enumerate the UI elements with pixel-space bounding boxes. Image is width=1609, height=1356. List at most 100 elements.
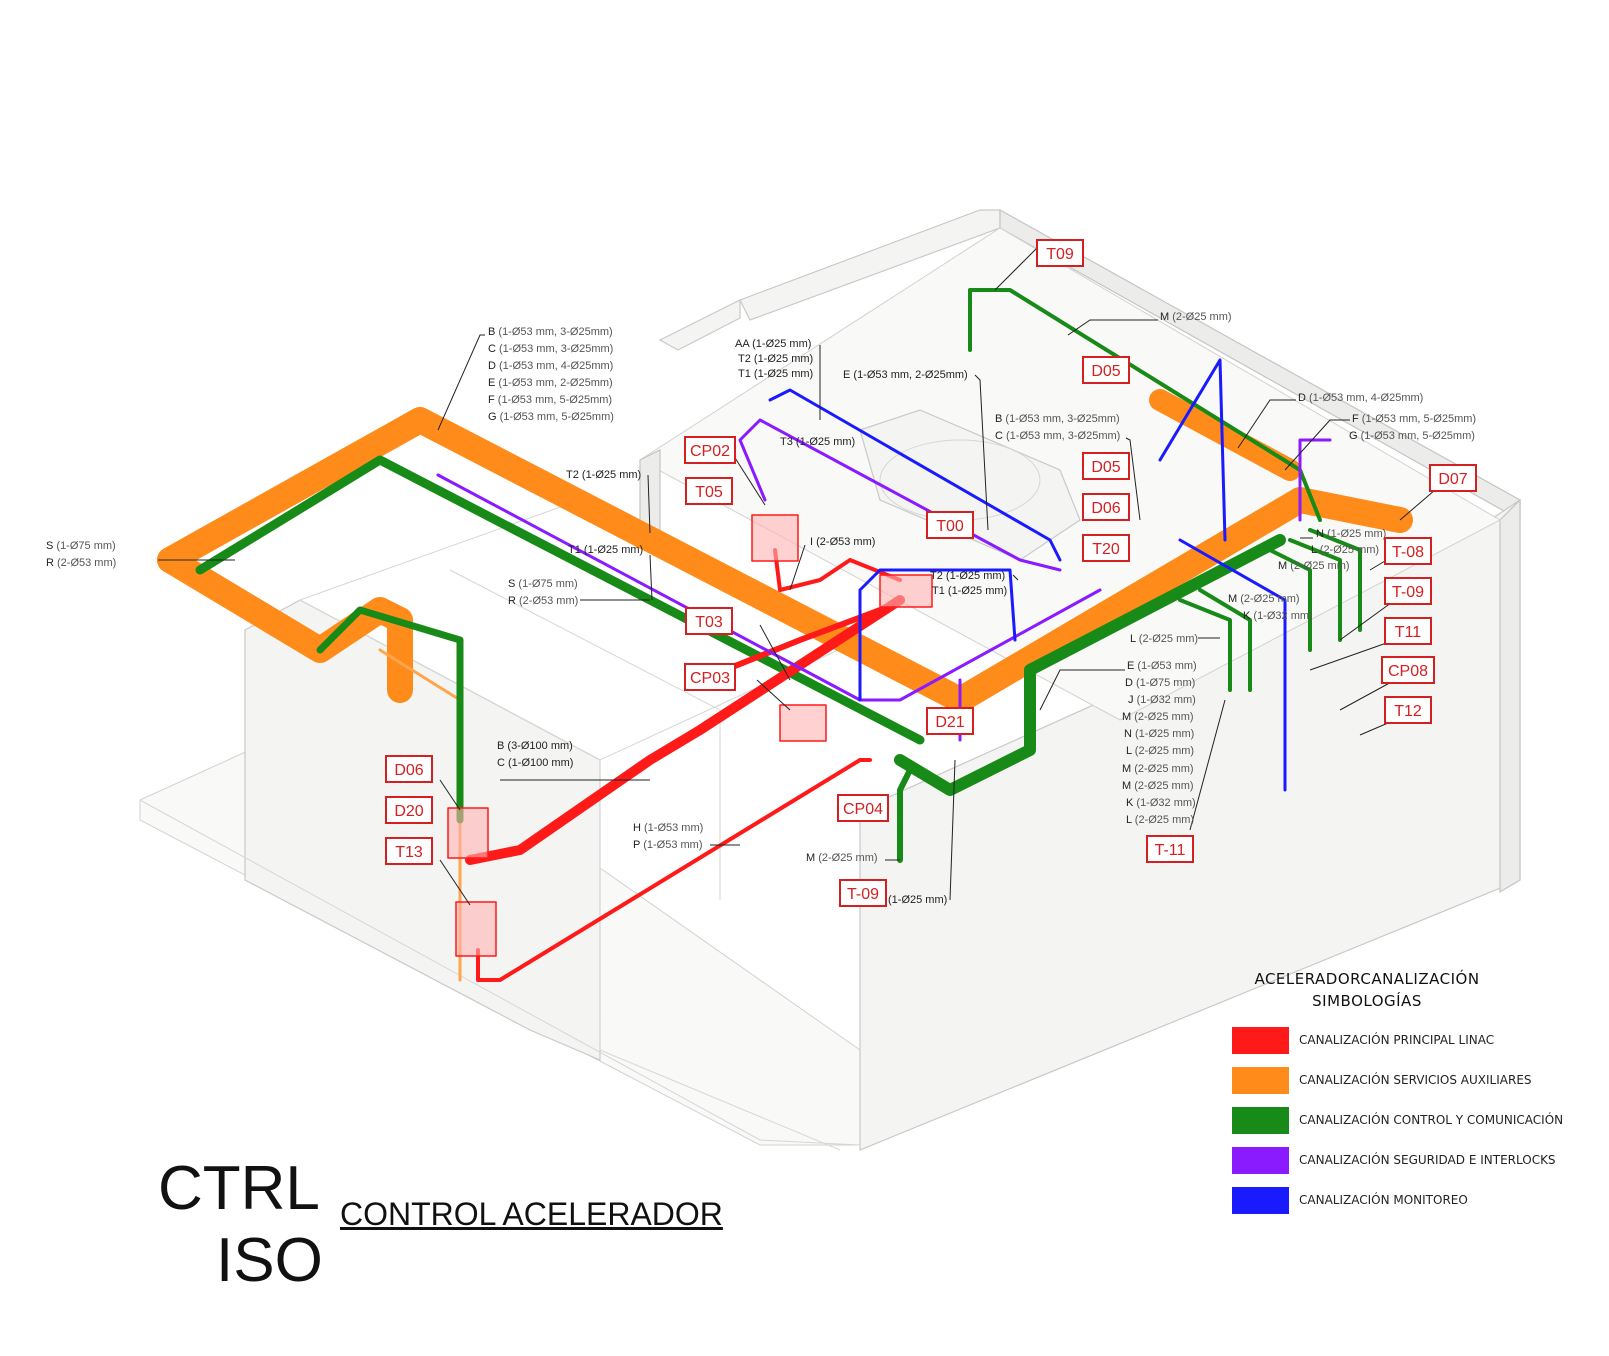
equipment-tags: T09 D05 D05 D06 D07 CP02 T05 T00 T20 T-0… [385, 239, 1477, 907]
label-m-right-1: M (2-Ø25 mm) [1278, 560, 1350, 572]
control-branch-4 [1288, 538, 1342, 642]
label-stack-e: E (1-Ø53 mm) [1127, 660, 1197, 672]
label-m-low: M (2-Ø25 mm) [806, 852, 878, 864]
control-top-run [968, 288, 1322, 522]
label-t2-a: T2 (1-Ø25 mm) [566, 469, 641, 481]
label-t1-b: T1 (1-Ø25 mm) [932, 585, 1007, 597]
label-f-top: F (1-Ø53 mm, 5-Ø25mm) [488, 394, 612, 406]
tag-d07: D07 [1429, 464, 1477, 492]
conduit-seguridad [436, 418, 1332, 742]
label-i-mid: I (2-Ø53 mm) [810, 536, 875, 548]
control-right-run [894, 534, 1286, 796]
control-branch-2 [1198, 588, 1252, 692]
legend: ACELERADORCANALIZACIÓN SIMBOLOGÍAS CANAL… [1232, 968, 1572, 1220]
legend-label-seguridad: CANALIZACIÓN SEGURIDAD E INTERLOCKS [1299, 1153, 1556, 1167]
label-g-right: G (1-Ø53 mm, 5-Ø25mm) [1349, 430, 1475, 442]
svg-text:T-08: T-08 [1392, 544, 1424, 561]
interior-partition-2 [599, 760, 841, 1151]
box-cp03 [779, 704, 827, 742]
svg-text:D20: D20 [394, 803, 423, 820]
tag-cp02: CP02 [684, 436, 736, 464]
control-branch-1 [1178, 598, 1232, 692]
svg-text:T09: T09 [1046, 246, 1074, 263]
label-p-low: P (1-Ø53 mm) [633, 839, 702, 851]
label-m-right-2: M (2-Ø25 mm) [1228, 593, 1300, 605]
label-l-right-2: L (2-Ø25 mm) [1130, 633, 1198, 645]
svg-text:T05: T05 [695, 484, 723, 501]
control-main-run [195, 455, 925, 745]
label-r-mid: R (2-Ø53 mm) [508, 595, 578, 607]
tag-t13: T13 [385, 837, 433, 865]
drawing-subtitle: CONTROL ACELERADOR [340, 1196, 723, 1232]
box-d20 [447, 807, 489, 859]
legend-title-line1: ACELERADORCANALIZACIÓN [1254, 970, 1480, 988]
monitor-right [1158, 358, 1227, 542]
label-d-right: D (1-Ø53 mm, 4-Ø25mm) [1298, 392, 1423, 404]
label-l-right: L (2-Ø25 mm) [1311, 544, 1379, 556]
drawing-code-line1: CTRL [158, 1154, 320, 1223]
svg-text:T12: T12 [1394, 703, 1422, 720]
tag-d06-b: D06 [385, 755, 433, 783]
svg-text:D06: D06 [394, 762, 423, 779]
tag-t09-top: T09 [1036, 239, 1084, 267]
tag-t12: T12 [1384, 696, 1432, 724]
label-m-top: M (2-Ø25 mm) [1160, 311, 1232, 323]
accelerator-gantry-outline [859, 409, 1081, 561]
drawing-code-line2: ISO [216, 1226, 323, 1295]
svg-text:T-11: T-11 [1155, 842, 1186, 859]
bunker-floor [639, 227, 1502, 721]
legend-item-auxiliares: CANALIZACIÓN SERVICIOS AUXILIARES [1232, 1060, 1572, 1100]
back-wall-left [658, 299, 741, 351]
label-stack-l2: L (2-Ø25 mm) [1126, 814, 1194, 826]
conduit-linac [447, 514, 933, 982]
legend-label-control: CANALIZACIÓN CONTROL Y COMUNICACIÓN [1299, 1113, 1564, 1127]
svg-text:T00: T00 [936, 518, 964, 535]
label-t1-aa: T1 (1-Ø25 mm) [738, 368, 813, 380]
legend-swatch-red [1232, 1026, 1289, 1054]
tag-d06-a: D06 [1082, 493, 1130, 521]
label-c-top: C (1-Ø53 mm, 3-Ø25mm) [488, 343, 613, 355]
label-s-left: S (1-Ø75 mm) [46, 540, 116, 552]
label-stack-l1: L (2-Ø25 mm) [1126, 745, 1194, 757]
label-k-right: K (1-Ø32 mm) [1243, 610, 1313, 622]
label-d-top: D (1-Ø53 mm, 4-Ø25mm) [488, 360, 613, 372]
svg-text:T-09: T-09 [1392, 584, 1424, 601]
label-g-top: G (1-Ø53 mm, 5-Ø25mm) [488, 411, 614, 423]
svg-text:T13: T13 [395, 844, 423, 861]
svg-text:D21: D21 [935, 714, 964, 731]
monitor-loop [858, 568, 1017, 702]
box-t13 [455, 901, 497, 957]
tag-t-08: T-08 [1384, 537, 1432, 565]
svg-text:T20: T20 [1092, 541, 1120, 558]
tag-d05-a: D05 [1082, 356, 1130, 384]
floor-lines-bottom [139, 799, 861, 1146]
monitor-top-run [768, 388, 1062, 562]
tag-t-09-bottom: T-09 [839, 879, 887, 907]
right-outer-wall-return [1499, 498, 1521, 894]
label-e-top: E (1-Ø53 mm, 2-Ø25mm) [488, 377, 613, 389]
label-stack-m1: M (2-Ø25 mm) [1122, 711, 1194, 723]
svg-text:CP02: CP02 [690, 443, 730, 460]
legend-swatch-purple [1232, 1146, 1289, 1174]
label-e-mid: E (1-Ø53 mm, 2-Ø25mm) [843, 369, 968, 381]
label-c-low: C (1-Ø100 mm) [497, 757, 573, 769]
tag-d05-b: D05 [1082, 452, 1130, 480]
conduit-monitoreo [768, 358, 1287, 792]
svg-text:T-09: T-09 [847, 886, 879, 903]
tag-t00: T00 [926, 511, 974, 539]
tag-d20: D20 [385, 796, 433, 824]
label-group-aa: AA (1-Ø25 mm) T2 (1-Ø25 mm) T1 (1-Ø25 mm… [735, 338, 813, 380]
legend-item-linac: CANALIZACIÓN PRINCIPAL LINAC [1232, 1020, 1572, 1060]
tag-t-11-bottom: T-11 [1146, 835, 1194, 863]
control-left-drop [316, 606, 464, 824]
linac-main-run [465, 595, 905, 865]
security-cp02-loop [738, 418, 1062, 572]
label-t2-b: T2 (1-Ø25 mm) [930, 570, 1005, 582]
legend-swatch-green [1232, 1106, 1289, 1134]
label-s-mid: S (1-Ø75 mm) [508, 578, 578, 590]
label-b-mid: B (1-Ø53 mm, 3-Ø25mm) [995, 413, 1120, 425]
svg-text:T03: T03 [695, 614, 723, 631]
label-t1-a: T1 (1-Ø25 mm) [568, 544, 643, 556]
label-n-right: N (1-Ø25 mm) [1316, 528, 1386, 540]
svg-text:T11: T11 [1395, 624, 1421, 641]
